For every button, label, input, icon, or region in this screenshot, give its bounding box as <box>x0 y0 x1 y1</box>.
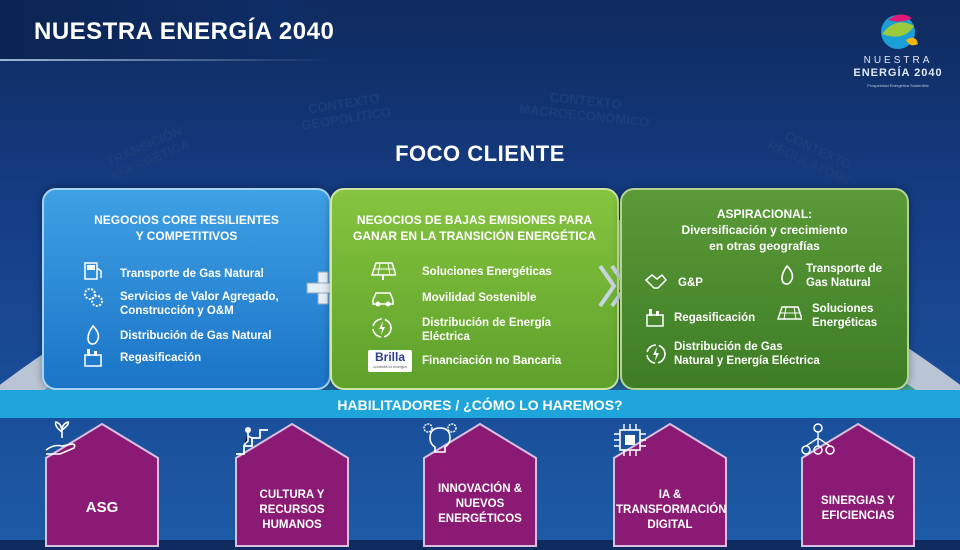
logo-line2: ENERGÍA 2040 <box>853 67 943 79</box>
title-bar <box>0 0 330 60</box>
car-icon <box>372 292 394 307</box>
habilitadores-bar <box>0 390 960 418</box>
aspirational-box: ASPIRACIONAL: Diversificación y crecimie… <box>620 188 909 390</box>
handshake-icon <box>644 273 668 289</box>
logo-line3: Prosperidad Energética Sostenible <box>867 83 929 88</box>
page-title: NUESTRA ENERGÍA 2040 <box>34 18 335 45</box>
enabler-asg: ASG <box>42 420 162 550</box>
flame-icon <box>87 324 100 345</box>
habilitadores-title: HABILITADORES / ¿CÓMO LO HAREMOS? <box>337 397 623 413</box>
solar-panel-icon <box>370 262 396 280</box>
network-icon <box>801 423 835 455</box>
asp-title: ASPIRACIONAL: Diversificación y crecimie… <box>681 207 848 253</box>
electric-cycle-icon <box>372 318 392 338</box>
foco-cliente: FOCO CLIENTE <box>395 141 565 166</box>
plant-icon <box>646 309 664 327</box>
brilla-logo: Brilla conecta tu energía <box>368 350 412 372</box>
solar-panel-icon <box>776 306 802 320</box>
plant-icon <box>84 349 102 367</box>
title-underline <box>0 59 330 61</box>
pipeline-icon <box>781 264 794 285</box>
chip-icon <box>614 424 646 456</box>
logo <box>848 8 948 98</box>
electric-cycle-icon <box>646 344 666 364</box>
gas-pump-icon <box>84 262 102 280</box>
gears-icon <box>84 288 103 307</box>
stairs-person-icon <box>236 427 268 455</box>
lightbulb-gears-icon <box>423 423 457 453</box>
logo-line1: NUESTRA <box>863 55 933 66</box>
plant-hand-icon <box>45 421 76 455</box>
